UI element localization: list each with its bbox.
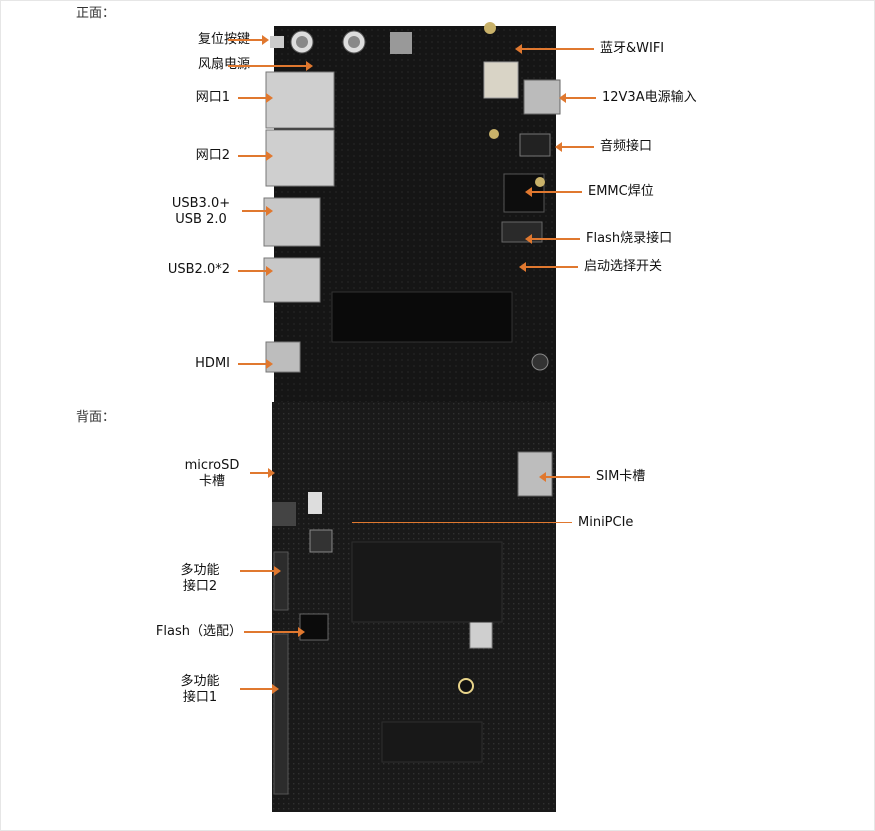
label-reset: 复位按键	[197, 32, 250, 47]
arrow-flash-opt	[244, 627, 305, 637]
label-emmc: EMMC焊位	[588, 184, 654, 199]
arrow-emmc	[525, 187, 582, 197]
arrow-audio	[555, 142, 594, 152]
arrow-sim	[539, 472, 590, 482]
arrow-multi1	[240, 684, 279, 694]
arrow-microsd	[250, 468, 275, 478]
label-multi2-line2: 接口2	[182, 579, 218, 594]
label-boot-select: 启动选择开关	[584, 259, 663, 274]
arrow-power-in	[559, 93, 596, 103]
arrow-usb2x2	[238, 266, 273, 276]
label-minipcie: MiniPCIe	[578, 515, 634, 530]
arrow-reset	[228, 35, 269, 45]
label-audio: 音频接口	[600, 139, 653, 154]
label-eth1: 网口1	[195, 90, 230, 105]
arrow-flash-burn	[525, 234, 580, 244]
label-hdmi: HDMI	[195, 356, 230, 371]
label-multi2-line1: 多功能	[180, 563, 220, 578]
line-minipcie	[352, 522, 572, 523]
label-multi1-line2: 接口1	[182, 690, 218, 705]
label-sim: SIM卡槽	[596, 469, 646, 484]
label-usb2x2: USB2.0*2	[167, 262, 230, 277]
board-image	[263, 22, 561, 812]
arrow-eth1	[238, 93, 273, 103]
arrow-usb3	[242, 206, 273, 216]
label-microsd-line1: microSD	[184, 458, 240, 473]
arrow-bt-wifi	[515, 44, 594, 54]
arrow-eth2	[238, 151, 273, 161]
label-fan-power: 风扇电源	[197, 57, 250, 72]
arrow-multi2	[240, 566, 281, 576]
label-usb3-line1: USB3.0+	[171, 196, 231, 211]
label-power-in: 12V3A电源输入	[602, 90, 697, 105]
arrow-hdmi	[238, 359, 273, 369]
section-front-label: 正面：	[76, 6, 116, 21]
label-microsd-line2: 卡槽	[198, 474, 225, 489]
section-back-label: 背面：	[76, 410, 116, 425]
label-multi1-line1: 多功能	[180, 674, 220, 689]
label-eth2: 网口2	[195, 148, 230, 163]
arrow-boot-select	[519, 262, 578, 272]
arrow-fan-power	[228, 61, 313, 71]
label-flash-opt: Flash（选配）	[155, 624, 242, 639]
label-usb3-line2: USB 2.0	[175, 212, 227, 227]
label-flash-burn: Flash烧录接口	[586, 231, 673, 246]
label-bt-wifi: 蓝牙&WIFI	[600, 41, 665, 56]
